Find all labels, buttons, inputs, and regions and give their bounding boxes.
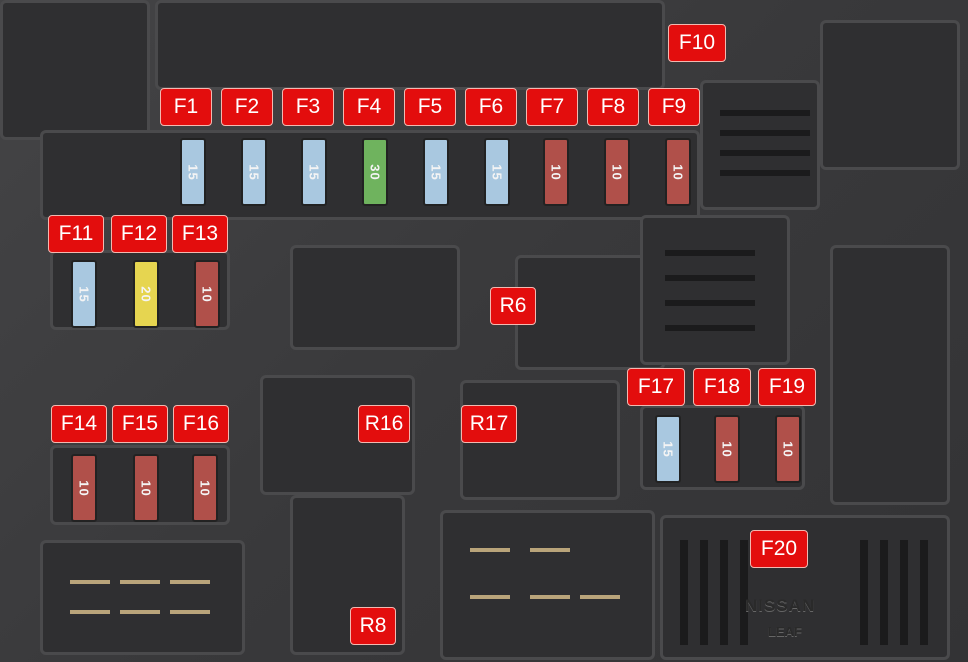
fuse-rating: 15 <box>428 163 444 181</box>
fuse-rating: 10 <box>609 163 625 181</box>
fuse-rating: 10 <box>670 163 686 181</box>
label-r17: R17 <box>461 405 517 443</box>
label-f3: F3 <box>282 88 334 126</box>
label-f4: F4 <box>343 88 395 126</box>
vent-slot <box>900 540 908 645</box>
fuse-f17: 15 <box>655 415 681 483</box>
vent-slot <box>700 540 708 645</box>
housing-block <box>440 510 655 660</box>
connector-pin <box>170 610 210 614</box>
label-f8: F8 <box>587 88 639 126</box>
label-f13: F13 <box>172 215 228 253</box>
fuse-f15: 10 <box>133 454 159 522</box>
fuse-rating: 10 <box>138 479 154 497</box>
vent-slot <box>920 540 928 645</box>
fuse-f9: 10 <box>665 138 691 206</box>
connector-pin <box>120 610 160 614</box>
label-f9: F9 <box>648 88 700 126</box>
fuse-f7: 10 <box>543 138 569 206</box>
fuse-f19: 10 <box>775 415 801 483</box>
fuse-f2: 15 <box>241 138 267 206</box>
connector-pin <box>470 548 510 552</box>
fuse-f14: 10 <box>71 454 97 522</box>
housing-block <box>830 245 950 505</box>
fuse-f4: 30 <box>362 138 388 206</box>
fuse-f8: 10 <box>604 138 630 206</box>
label-f20: F20 <box>750 530 808 568</box>
fuse-rating: 15 <box>489 163 505 181</box>
vent-slot <box>665 275 755 281</box>
connector-pin <box>580 595 620 599</box>
label-f17: F17 <box>627 368 685 406</box>
housing-block <box>290 245 460 350</box>
label-f7: F7 <box>526 88 578 126</box>
fuse-rating: 10 <box>548 163 564 181</box>
fuse-rating: 15 <box>185 163 201 181</box>
vent-slot <box>880 540 888 645</box>
housing-block <box>820 20 960 170</box>
fuse-rating: 10 <box>76 479 92 497</box>
vent-slot <box>665 300 755 306</box>
fuse-f11: 15 <box>71 260 97 328</box>
housing-block <box>700 80 820 210</box>
label-f16: F16 <box>173 405 229 443</box>
label-f10: F10 <box>668 24 726 62</box>
fuse-f18: 10 <box>714 415 740 483</box>
fuse-f5: 15 <box>423 138 449 206</box>
label-f6: F6 <box>465 88 517 126</box>
vent-slot <box>720 150 810 156</box>
vent-slot <box>740 540 748 645</box>
fuse-rating: 15 <box>246 163 262 181</box>
fuse-rating: 15 <box>306 163 322 181</box>
fuse-f1: 15 <box>180 138 206 206</box>
embossed-model: LEAF <box>768 624 802 639</box>
fuse-rating: 20 <box>138 285 154 303</box>
fuse-rating: 15 <box>660 440 676 458</box>
fuse-rating: 10 <box>197 479 213 497</box>
connector-pin <box>120 580 160 584</box>
vent-slot <box>665 250 755 256</box>
label-f14: F14 <box>51 405 107 443</box>
housing-block <box>640 215 790 365</box>
fuse-rating: 10 <box>780 440 796 458</box>
label-r6: R6 <box>490 287 536 325</box>
label-f1: F1 <box>160 88 212 126</box>
fuse-rating: 10 <box>719 440 735 458</box>
fuse-f16: 10 <box>192 454 218 522</box>
vent-slot <box>665 325 755 331</box>
label-f15: F15 <box>112 405 168 443</box>
fuse-rating: 30 <box>367 163 383 181</box>
housing-block <box>40 540 245 655</box>
fuse-rating: 15 <box>76 285 92 303</box>
vent-slot <box>720 110 810 116</box>
fuse-f13: 10 <box>194 260 220 328</box>
fuse-f3: 15 <box>301 138 327 206</box>
fuse-rating: 10 <box>199 285 215 303</box>
housing-block <box>0 0 150 140</box>
embossed-brand: NISSAN <box>745 596 816 615</box>
connector-pin <box>70 610 110 614</box>
label-f18: F18 <box>693 368 751 406</box>
vent-slot <box>720 540 728 645</box>
connector-pin <box>470 595 510 599</box>
fuse-f12: 20 <box>133 260 159 328</box>
label-f11: F11 <box>48 215 104 253</box>
label-f2: F2 <box>221 88 273 126</box>
fuse-f6: 15 <box>484 138 510 206</box>
vent-slot <box>680 540 688 645</box>
connector-pin <box>530 548 570 552</box>
connector-pin <box>70 580 110 584</box>
label-f12: F12 <box>111 215 167 253</box>
vent-slot <box>720 170 810 176</box>
vent-slot <box>860 540 868 645</box>
label-r8: R8 <box>350 607 396 645</box>
connector-pin <box>170 580 210 584</box>
label-r16: R16 <box>358 405 410 443</box>
label-f5: F5 <box>404 88 456 126</box>
vent-slot <box>720 130 810 136</box>
housing-block <box>155 0 665 90</box>
label-f19: F19 <box>758 368 816 406</box>
connector-pin <box>530 595 570 599</box>
